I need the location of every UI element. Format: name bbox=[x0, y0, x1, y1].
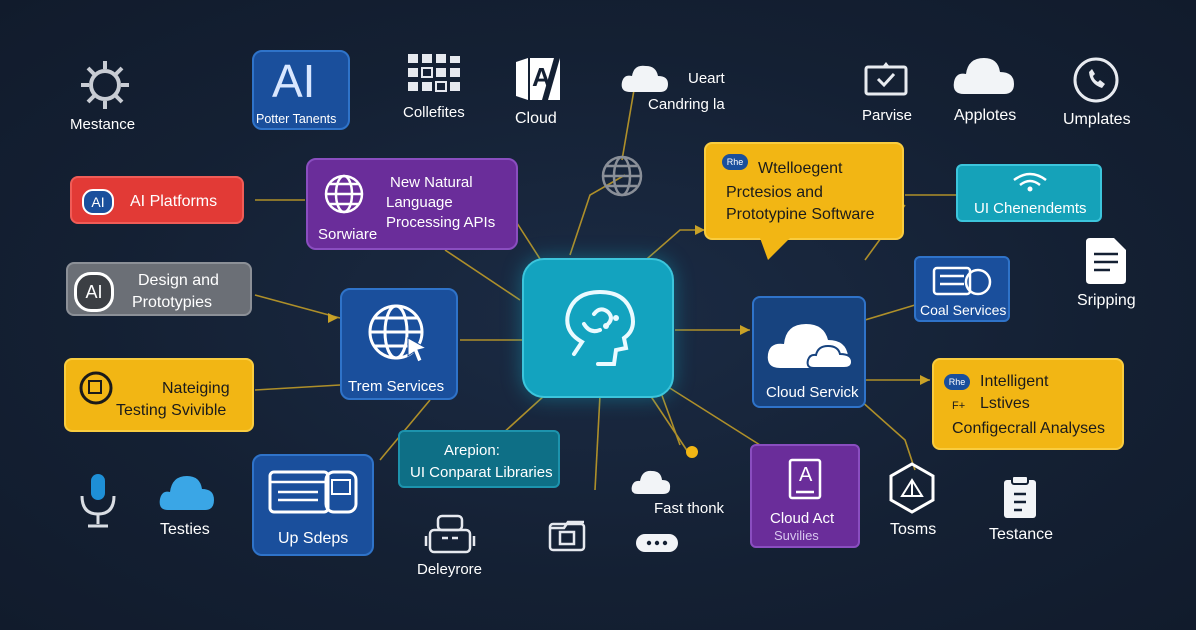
testing-line1: Nateiging bbox=[162, 380, 230, 397]
cloud-icon bbox=[952, 54, 1016, 96]
arepion-line1: Arepion: bbox=[444, 442, 500, 459]
checkbox-icon bbox=[864, 62, 908, 96]
cloud-act-line1: Cloud Act bbox=[770, 510, 835, 527]
nlp-line2: Language bbox=[386, 194, 453, 211]
gear-icon bbox=[78, 58, 132, 112]
globe-cursor-icon bbox=[364, 302, 434, 364]
sripping-label: Sripping bbox=[1077, 292, 1136, 309]
cloud-act-glyph: A bbox=[799, 464, 813, 486]
nlp-apis-node[interactable]: New Natural Language Processing APIs Sor… bbox=[306, 158, 518, 250]
intel-prefix: F+ bbox=[952, 400, 966, 412]
collefites-label: Collefites bbox=[403, 104, 465, 121]
wintel-line2: Prctesios and bbox=[726, 184, 823, 201]
cloud-service-node[interactable]: Cloud Servick bbox=[752, 296, 866, 408]
badge-icon bbox=[78, 370, 114, 406]
wintel-line1: Wtelloegent bbox=[758, 160, 843, 177]
coal-services-node[interactable]: Coal Services bbox=[914, 256, 1010, 322]
parvise-label: Parvise bbox=[862, 107, 913, 124]
candring-label: Candring la bbox=[648, 96, 725, 113]
ui-chenendemts-node[interactable]: UI Chenendemts bbox=[956, 164, 1102, 222]
testing-node[interactable]: Nateiging Testing Svivible bbox=[64, 358, 254, 432]
up-sdeps-label: Up Sdeps bbox=[278, 530, 349, 547]
design-badge: AI bbox=[74, 272, 114, 312]
phone-circle-icon bbox=[1072, 56, 1120, 104]
ai-potter-card[interactable]: AI Potter Tanents bbox=[252, 50, 350, 130]
fast-thonk-label: Fast thonk bbox=[654, 500, 725, 517]
cloud-act-node[interactable]: A Cloud Act Suvilies bbox=[750, 444, 860, 548]
intel-line3: Configecrall Analyses bbox=[952, 420, 1105, 437]
design-label-line2: Prototypies bbox=[132, 294, 213, 311]
applotes-label: Applotes bbox=[954, 107, 1017, 124]
testing-line2: Testing Svivible bbox=[116, 402, 227, 419]
design-prototypes-node[interactable]: AI Design and Prototypies bbox=[66, 262, 252, 316]
brain-head-icon bbox=[554, 284, 646, 376]
microphone-icon bbox=[76, 472, 120, 530]
nlp-line3: Processing APIs bbox=[386, 214, 496, 231]
design-label-line1: Design and bbox=[138, 272, 219, 289]
arepion-line2: UI Conparat Libraries bbox=[410, 464, 553, 481]
arepion-node[interactable]: Arepion: UI Conparat Libraries bbox=[398, 430, 560, 488]
wifi-icon bbox=[1010, 172, 1050, 192]
document-a-icon: A bbox=[514, 56, 562, 102]
ai-hub-node[interactable] bbox=[522, 258, 674, 398]
nlp-sub: Sorwiare bbox=[318, 226, 378, 243]
wintel-line3: Prototypine Software bbox=[726, 206, 875, 223]
intel-line1: Intelligent bbox=[980, 373, 1049, 390]
trem-services-node[interactable]: Trem Services bbox=[340, 288, 458, 400]
robot-icon bbox=[424, 514, 476, 556]
intelligent-analyses-node[interactable]: Rhe Intelligent Lstives F+ Configecrall … bbox=[932, 358, 1124, 450]
ai-platforms-node[interactable]: AI AI Platforms bbox=[70, 176, 244, 224]
intel-line2: Lstives bbox=[980, 395, 1030, 412]
clipboard-icon bbox=[1000, 475, 1040, 520]
deleyrore-label: Deleyrore bbox=[417, 561, 483, 578]
cloud-label: Cloud bbox=[515, 110, 557, 127]
coal-label: Coal Services bbox=[920, 302, 1007, 318]
tosms-label: Tosms bbox=[890, 521, 937, 538]
ai-platforms-label: AI Platforms bbox=[130, 193, 218, 210]
wintel-pointer bbox=[760, 238, 790, 260]
globe-icon bbox=[322, 172, 366, 216]
intel-badge: Rhe bbox=[944, 374, 970, 390]
mestance-label: Mestance bbox=[70, 116, 136, 133]
cloud-big-icon bbox=[764, 316, 856, 372]
document-edit-icon: A bbox=[786, 456, 828, 502]
cloud-white-icon bbox=[630, 468, 672, 496]
up-sdeps-node[interactable]: Up Sdeps bbox=[252, 454, 374, 556]
ueart-label: Ueart bbox=[688, 70, 725, 87]
wintel-badge: Rhe bbox=[722, 154, 748, 170]
umplates-label: Umplates bbox=[1063, 111, 1131, 128]
ellipsis-icon bbox=[636, 534, 678, 552]
document-icon bbox=[1084, 238, 1128, 284]
ai-glyph: AI bbox=[272, 55, 316, 107]
cloud-small-icon bbox=[620, 62, 670, 94]
grid-icon bbox=[408, 54, 466, 94]
trem-label: Trem Services bbox=[348, 378, 445, 395]
globe-gray-icon bbox=[600, 154, 644, 198]
testies-label: Testies bbox=[160, 521, 210, 538]
ai-platforms-badge: AI bbox=[82, 189, 114, 215]
nlp-line1: New Natural bbox=[390, 174, 473, 191]
hexagon-icon bbox=[888, 462, 936, 514]
testance-label: Testance bbox=[989, 526, 1054, 543]
cloud-service-label: Cloud Servick bbox=[766, 384, 859, 401]
devices-icon bbox=[932, 264, 992, 298]
cloud-blue-icon bbox=[158, 472, 216, 512]
potter-label: Potter Tanents bbox=[256, 112, 337, 126]
window-robot-icon bbox=[268, 466, 360, 518]
folder-icon bbox=[548, 518, 586, 552]
document-a-glyph: A bbox=[532, 62, 551, 92]
cloud-act-line2: Suvilies bbox=[774, 528, 819, 543]
ui-chen-label: UI Chenendemts bbox=[974, 200, 1087, 217]
wintel-node[interactable]: Rhe Wtelloegent Prctesios and Prototypin… bbox=[704, 142, 904, 240]
